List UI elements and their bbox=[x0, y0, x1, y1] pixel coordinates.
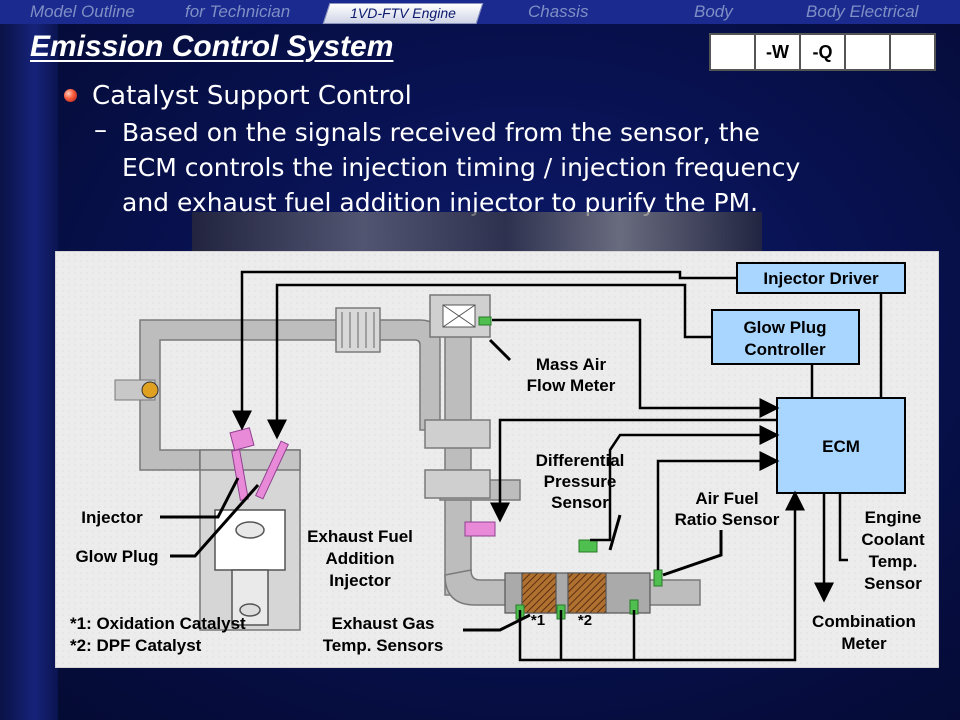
tab-body[interactable]: Body bbox=[694, 2, 733, 21]
label-ecm: ECM bbox=[822, 437, 860, 456]
section-heading: Catalyst Support Control bbox=[92, 81, 412, 111]
label-glow-plug-controller-2: Controller bbox=[744, 340, 826, 359]
label-maf-2: Flow Meter bbox=[527, 376, 616, 395]
label-exh-fuel-2: Addition bbox=[326, 549, 395, 568]
label-exh-gas-1: Exhaust Gas bbox=[332, 614, 435, 633]
injector-driver-box bbox=[736, 262, 906, 294]
dash-bullet: – bbox=[94, 115, 107, 145]
system-diagram: Injector Driver Glow Plug Controller ECM… bbox=[55, 251, 939, 668]
tab-body-electrical[interactable]: Body Electrical bbox=[806, 2, 919, 21]
label-coolant-2: Coolant bbox=[861, 530, 925, 549]
body-line: Based on the signals received from the s… bbox=[122, 118, 760, 147]
engine-photo-background bbox=[192, 212, 762, 257]
label-afr-2: Ratio Sensor bbox=[675, 510, 780, 529]
label-injector-driver: Injector Driver bbox=[763, 269, 879, 288]
code-cell bbox=[891, 35, 934, 69]
label-coolant-4: Sensor bbox=[864, 574, 922, 593]
tab-1vd-ftv-engine[interactable]: 1VD-FTV Engine bbox=[322, 3, 484, 24]
glow-plug-controller-box bbox=[711, 309, 860, 365]
legend-text-2: : DPF Catalyst bbox=[86, 636, 202, 655]
label-glow-plug: Glow Plug bbox=[75, 547, 158, 566]
injector-glow-plug bbox=[229, 427, 289, 501]
label-combination-2: Meter bbox=[841, 634, 887, 653]
label-injector: Injector bbox=[81, 508, 143, 527]
top-navigation: Model Outline for Technician 1VD-FTV Eng… bbox=[0, 0, 960, 24]
label-glow-plug-controller-1: Glow Plug bbox=[743, 318, 826, 337]
body-text: Based on the signals received from the s… bbox=[122, 115, 922, 220]
intake-grille bbox=[341, 312, 375, 348]
code-cell: -W bbox=[756, 35, 801, 69]
code-cell bbox=[846, 35, 891, 69]
label-exh-fuel-3: Injector bbox=[329, 571, 391, 590]
label-coolant-1: Engine bbox=[865, 508, 922, 527]
tab-chassis[interactable]: Chassis bbox=[528, 2, 589, 21]
engine-cylinder bbox=[199, 449, 301, 631]
legend-text-1: : Oxidation Catalyst bbox=[86, 614, 246, 633]
tab-for-technician[interactable]: for Technician bbox=[185, 2, 291, 21]
body-line: ECM controls the injection timing / inje… bbox=[122, 153, 801, 182]
label-diff-pressure-1: Differential bbox=[536, 451, 625, 470]
catalyst-assembly bbox=[504, 572, 651, 614]
label-afr-1: Air Fuel bbox=[695, 489, 758, 508]
page-title: Emission Control System bbox=[30, 30, 394, 63]
legend-dpf: *2: DPF Catalyst bbox=[70, 636, 202, 655]
label-diff-pressure-2: Pressure bbox=[544, 472, 617, 491]
exhaust-fuel-injector bbox=[464, 521, 496, 537]
left-decor-bar bbox=[0, 0, 58, 720]
legend-oxidation: *1: Oxidation Catalyst bbox=[70, 614, 246, 633]
signal-lines bbox=[232, 270, 883, 662]
label-exh-gas-2: Temp. Sensors bbox=[323, 636, 444, 655]
label-cat1-mark: *1 bbox=[531, 612, 545, 629]
oxidation-catalyst bbox=[521, 572, 557, 614]
bullet-icon bbox=[64, 89, 77, 102]
ecm-box bbox=[776, 397, 906, 494]
legend-mark-1: *1 bbox=[70, 614, 86, 633]
label-combination-1: Combination bbox=[812, 612, 916, 631]
label-exh-fuel-1: Exhaust Fuel bbox=[307, 527, 413, 546]
label-coolant-3: Temp. bbox=[869, 552, 918, 571]
dpf-catalyst bbox=[567, 572, 607, 614]
label-cat2-mark: *2 bbox=[578, 612, 592, 629]
tab-model-outline[interactable]: Model Outline bbox=[30, 2, 135, 21]
label-diff-pressure-3: Sensor bbox=[551, 493, 609, 512]
leader-lines bbox=[160, 338, 723, 632]
model-code-table: -W -Q bbox=[709, 33, 936, 71]
code-cell: -Q bbox=[801, 35, 846, 69]
legend-mark-2: *2 bbox=[70, 636, 86, 655]
label-maf-1: Mass Air bbox=[536, 355, 607, 374]
code-cell bbox=[711, 35, 756, 69]
